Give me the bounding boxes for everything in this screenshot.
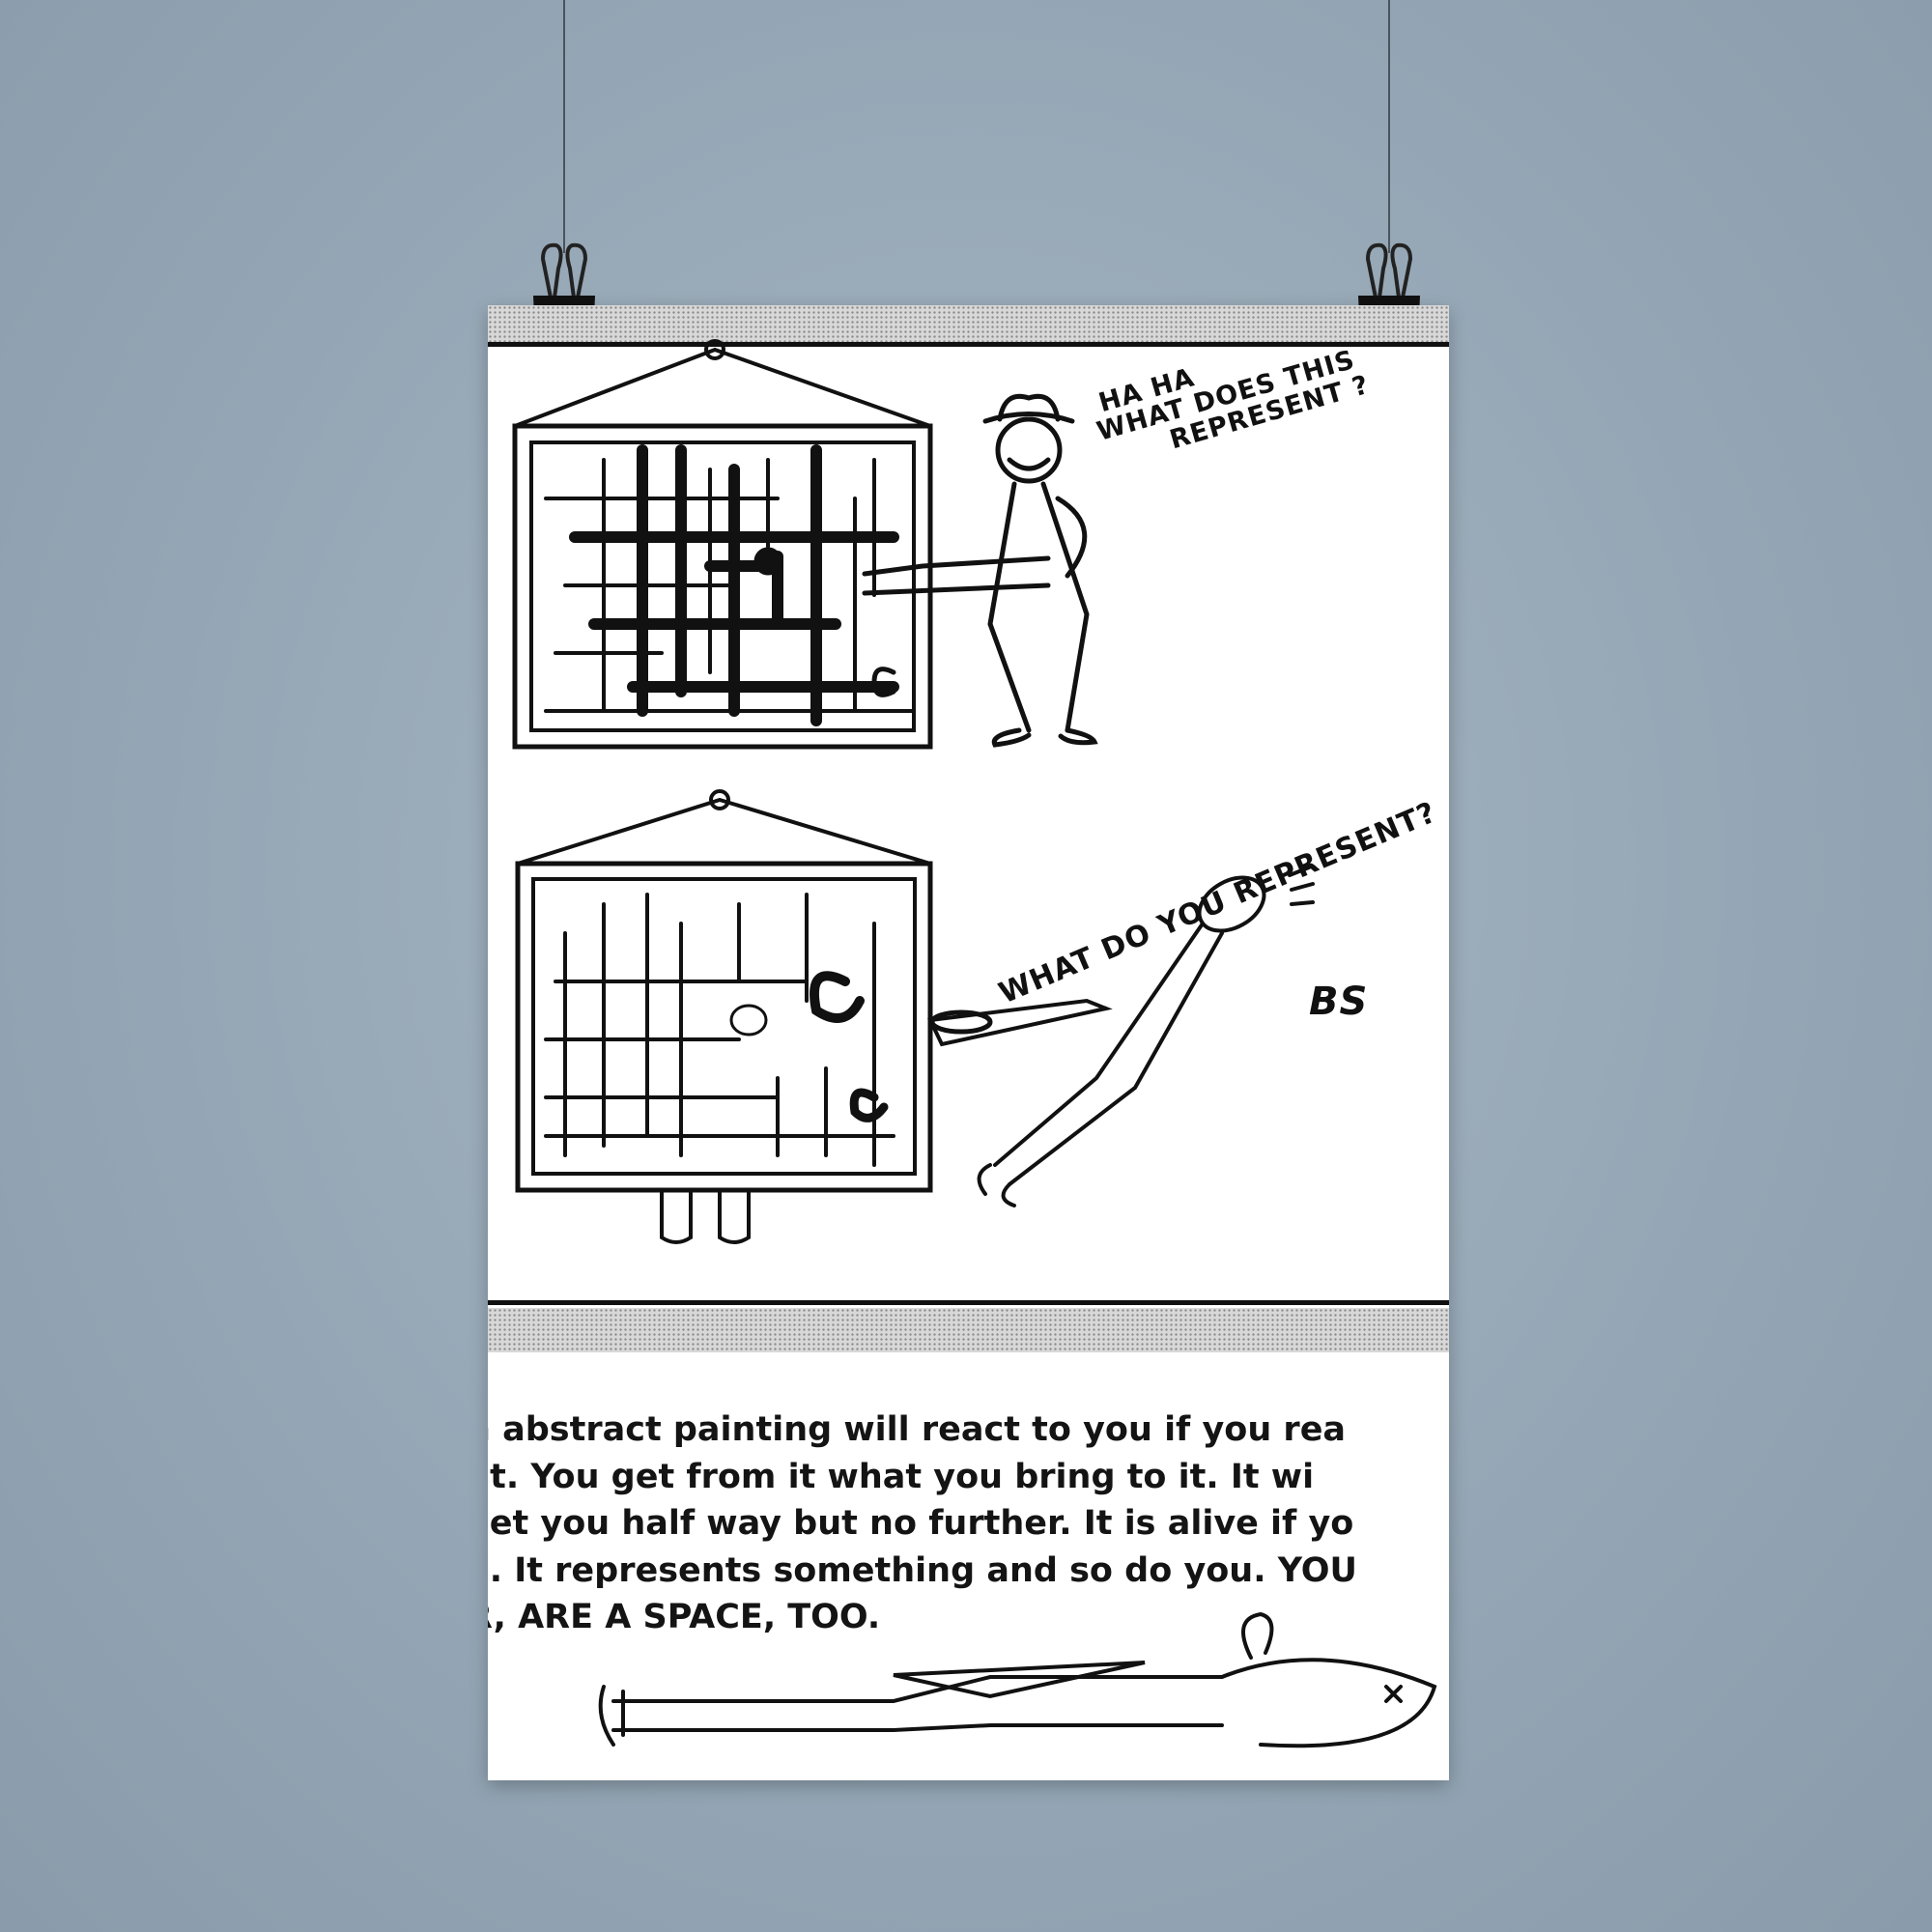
laughing-man-figure <box>862 393 1098 748</box>
caption-line: e. It represents something and so do you… <box>488 1550 1357 1590</box>
poster: HA HA WHAT DOES THIS REPRESENT ? WHAT DO… <box>488 305 1449 1780</box>
halftone-strip-top <box>488 305 1449 342</box>
falling-man-figure <box>977 866 1315 1208</box>
caption-line: R, ARE A SPACE, TOO. <box>488 1598 881 1636</box>
lying-man-figure <box>598 1611 1437 1748</box>
caption-line: n abstract painting will react to you if… <box>488 1410 1347 1449</box>
abstract-painting-2 <box>515 789 1113 1244</box>
cartoon-illustration <box>512 339 1437 1748</box>
halftone-strip-bottom <box>488 1308 1449 1352</box>
abstract-painting-1 <box>512 339 933 750</box>
caption-text: n abstract painting will react to you if… <box>488 1406 1449 1641</box>
hanging-string-right <box>1388 0 1390 253</box>
hanging-string-left <box>563 0 565 253</box>
panel-rule-bottom <box>488 1300 1449 1305</box>
caption-line: it. You get from it what you bring to it… <box>488 1457 1315 1496</box>
panel-rule-top <box>488 342 1449 347</box>
artist-signature: BS <box>1309 980 1369 1024</box>
caption-line: eet you half way but no further. It is a… <box>488 1504 1354 1543</box>
